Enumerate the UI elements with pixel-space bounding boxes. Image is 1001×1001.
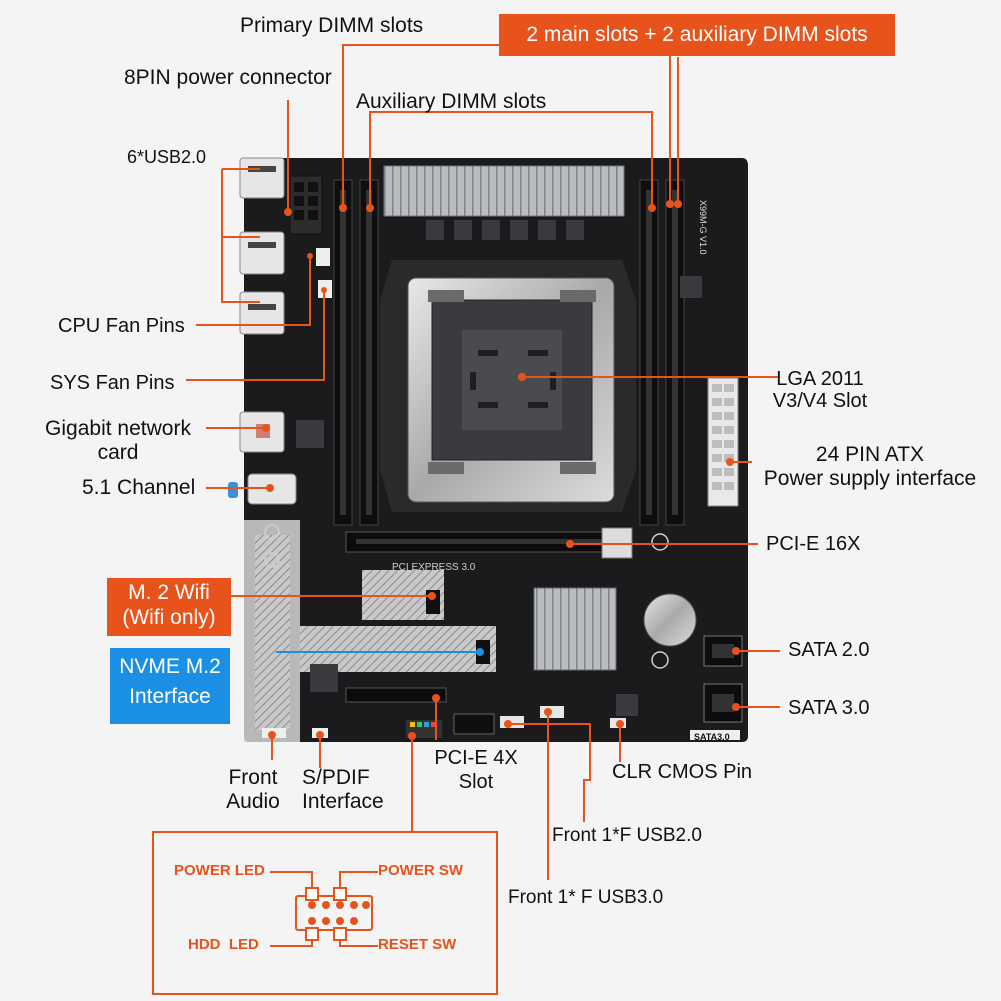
label-atx24: 24 PIN ATX Power supply interface	[752, 443, 988, 491]
pcie-silk: PCI EXPRESS 3.0	[392, 562, 476, 573]
label-pcie4-line1: PCI-E 4X	[434, 747, 518, 769]
label-pcie16: PCI-E 16X	[766, 533, 861, 555]
front-panel-box	[152, 831, 498, 995]
label-usb20-rear: 6*USB2.0	[127, 147, 207, 167]
label-front-audio: Front Audio	[218, 766, 288, 814]
m2-wifi-line2: (Wifi only)	[122, 606, 216, 629]
main-aux-dimm-box: 2 main slots + 2 auxiliary DIMM slots	[499, 14, 895, 56]
label-atx-line2: Power supply interface	[763, 467, 977, 490]
label-power-led: POWER LED	[174, 862, 265, 879]
nvme-box: NVME M.2 Interface	[110, 648, 230, 724]
label-clr-cmos: CLR CMOS Pin	[612, 761, 753, 783]
label-spdif: S/PDIF Interface	[302, 766, 384, 814]
label-primary-dimm: Primary DIMM slots	[240, 14, 424, 37]
svg-text:SATA3.0: SATA3.0	[694, 732, 730, 742]
m2-wifi-box: M. 2 Wifi (Wifi only)	[107, 578, 231, 636]
label-front-audio-line2: Audio	[226, 790, 280, 813]
label-sata2: SATA 2.0	[788, 639, 870, 661]
label-gigabit-line2: card	[97, 441, 139, 464]
label-lga2011: LGA 2011 V3/V4 Slot	[760, 368, 880, 412]
label-aux-dimm: Auxiliary DIMM slots	[356, 90, 547, 113]
nvme-line2: Interface	[129, 685, 211, 708]
label-sys-fan: SYS Fan Pins	[50, 372, 175, 394]
leader-dots	[262, 200, 740, 740]
label-spdif-line2: Interface	[302, 790, 384, 813]
label-front-usb3: Front 1* F USB3.0	[508, 887, 664, 908]
label-pcie4-line2: Slot	[458, 771, 494, 793]
label-8pin-power: 8PIN power connector	[124, 66, 332, 89]
label-lga-line1: LGA 2011	[776, 368, 864, 390]
nvme-line1: NVME M.2	[119, 655, 221, 678]
label-sata3: SATA 3.0	[788, 697, 870, 719]
svg-text:X99M-G V1.0: X99M-G V1.0	[698, 200, 708, 255]
label-spdif-line1: S/PDIF	[302, 766, 370, 789]
label-audio-51: 5.1 Channel	[82, 476, 196, 499]
label-gigabit-line1: Gigabit network	[45, 417, 191, 440]
label-pcie4: PCI-E 4X Slot	[426, 746, 526, 794]
label-power-sw: POWER SW	[378, 862, 463, 879]
label-lga-line2: V3/V4 Slot	[772, 390, 868, 412]
label-front-usb2: Front 1*F USB2.0	[552, 825, 702, 846]
label-gigabit: Gigabit network card	[30, 417, 206, 465]
label-reset-sw: RESET SW	[378, 936, 457, 953]
main-aux-dimm-label: 2 main slots + 2 auxiliary DIMM slots	[526, 23, 868, 46]
front-panel-pin-diagram	[270, 871, 378, 947]
label-cpu-fan: CPU Fan Pins	[58, 315, 185, 337]
m2-wifi-line1: M. 2 Wifi	[128, 581, 210, 604]
label-front-audio-line1: Front	[228, 766, 278, 789]
label-hdd-led: HDD LED	[188, 936, 259, 953]
label-atx-line1: 24 PIN ATX	[815, 443, 925, 466]
